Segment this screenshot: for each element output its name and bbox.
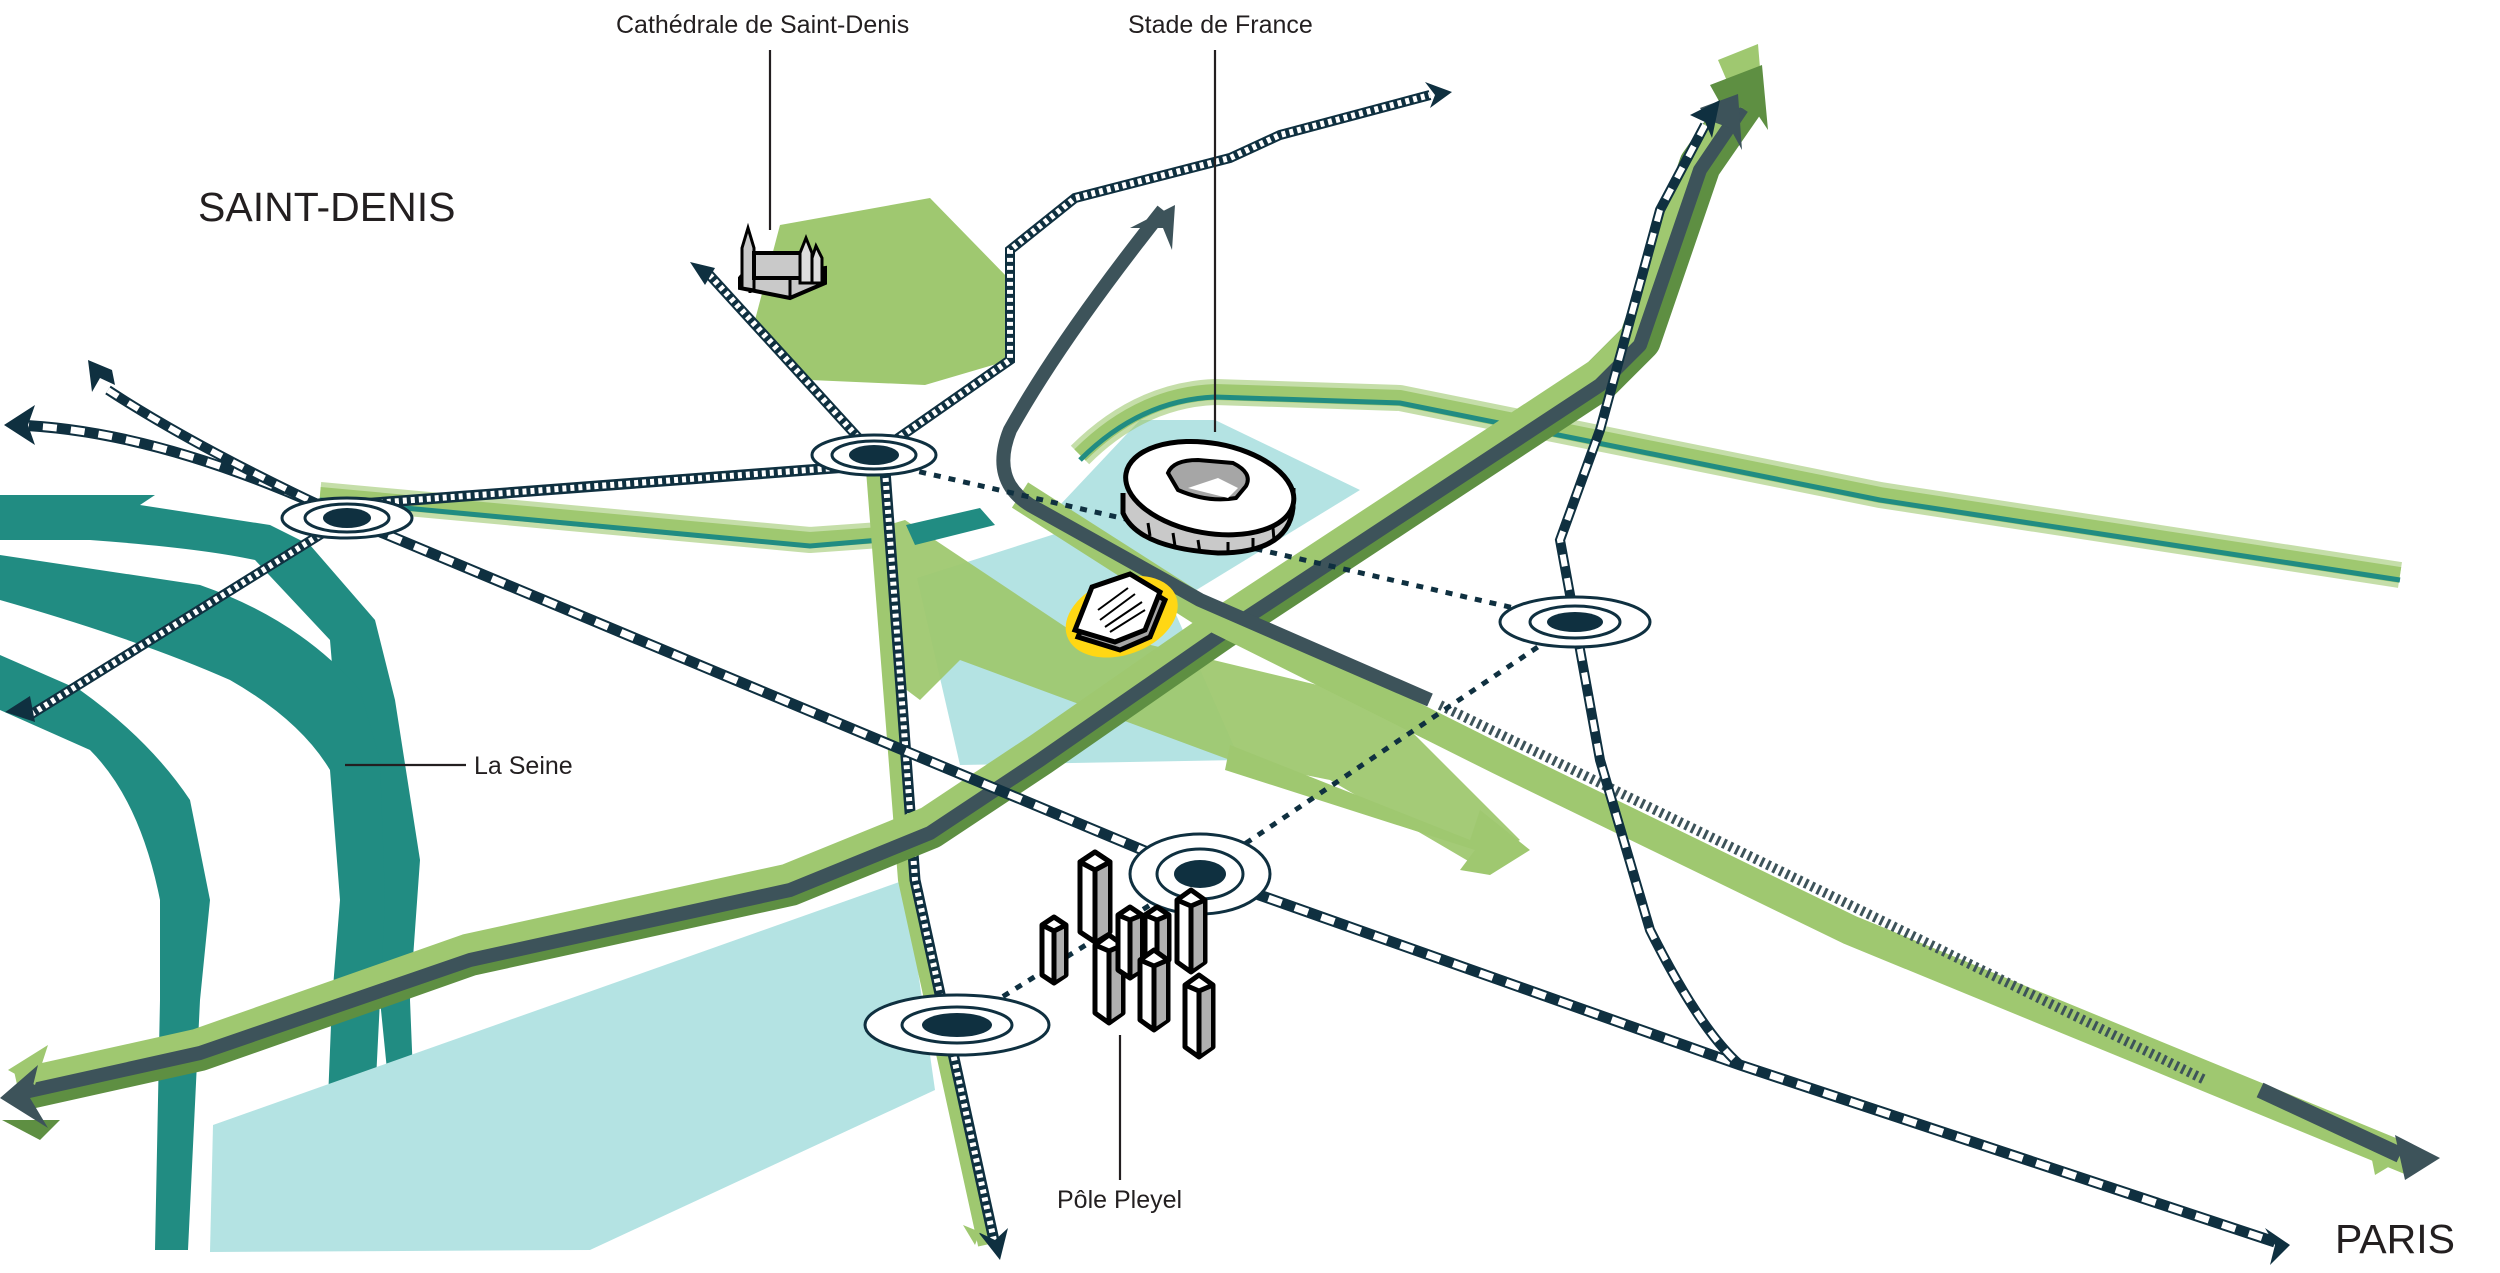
towers-icon[interactable] [1039,849,1216,1060]
highlighted-building-icon[interactable] [1054,561,1189,672]
metro-west-east-ties [346,462,875,508]
rer-d-ties-nw [106,387,349,521]
tower [1137,947,1171,1033]
metro-green-verge [866,469,992,1247]
arrow-avenue-north [1130,205,1175,250]
motorway-a1 [0,44,1768,1140]
tower [1174,887,1208,975]
tower [1182,972,1216,1060]
arrow-sw-light [8,1045,48,1085]
arrow-sw-road [0,1065,48,1128]
motorway-road [18,104,1748,1100]
stations [280,433,1652,1057]
station-south[interactable] [863,993,1051,1057]
arrow-rer-paris [2265,1228,2290,1265]
leader-lines [345,50,1217,1180]
metro-cathedral-ties [702,267,877,458]
metro-southwest-ties [28,515,349,718]
rer-d-ties-east [1556,123,1742,1068]
avenue-road-hatched [1437,700,2208,1085]
tower [1077,849,1113,945]
zone-south-west [210,880,935,1252]
river-seine-west-arm [0,655,210,1250]
stadium-icon[interactable] [1118,429,1301,556]
arrow-sw-dark [2,1120,60,1140]
parks [755,198,1530,875]
metro-northeast [871,90,1432,460]
avenue-road-end [2256,1082,2404,1163]
arrow-rer-ne [1690,100,1720,138]
arrow-metro-cathedral [690,262,715,285]
arrow-south-metro-green [963,1225,980,1245]
arrow-rer-west [4,405,35,445]
arrow-ne-dark [1710,65,1768,130]
metro-line-north-south [866,469,1008,1260]
label-cathedral: Cathédrale de Saint-Denis [616,11,909,39]
tower [1039,914,1069,986]
pond-central [906,508,995,545]
label-stadium: Stade de France [1128,11,1313,39]
arrow-south-metro [978,1228,1008,1260]
label-seine: La Seine [474,752,573,780]
park-cathedral [755,198,1010,385]
metro-track-ties [882,469,998,1246]
label-paris: PARIS [2335,1216,2455,1262]
arrow-metro-ne [1425,82,1452,108]
cathedral-icon[interactable] [738,222,827,301]
station-saint-denis[interactable] [810,433,938,477]
link-east-pleyel [1198,619,1577,877]
label-pleyel: Pôle Pleyel [1057,1186,1182,1214]
station-east[interactable] [1498,595,1652,649]
arrow-avenue-paris [2395,1135,2440,1180]
motorway-light-verge [13,83,1751,1091]
station-pleyel[interactable] [1128,832,1272,916]
arrow-rer-nw [88,360,115,392]
metro-lines [5,82,1452,722]
station-west[interactable] [280,496,414,540]
arrow-metro-sw [5,696,35,722]
park-central-strip [870,520,1520,865]
avenue-wilson [996,205,2440,1180]
arrow-avenue-paris-green [2370,1150,2395,1175]
label-saint-denis: SAINT-DENIS [198,184,455,230]
labels: Cathédrale de Saint-Denis Stade de Franc… [198,11,2455,1262]
green-arrow-southeast [1225,745,1530,875]
